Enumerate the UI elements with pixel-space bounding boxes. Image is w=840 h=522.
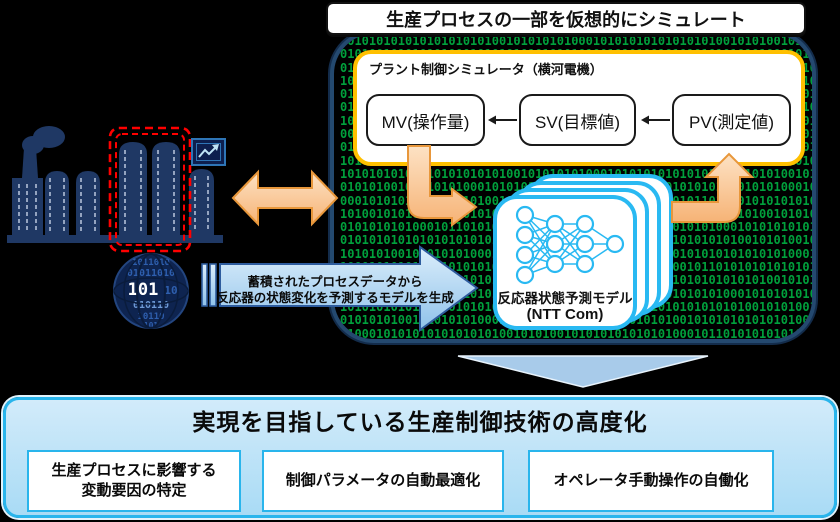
factory-building [12, 178, 43, 235]
storage-tank [45, 171, 69, 235]
svg-text:10: 10 [164, 284, 177, 297]
sv-box: SV(目標値) [519, 94, 636, 146]
storage-tank [189, 169, 214, 235]
storage-tank [76, 171, 100, 235]
svg-text:10110: 10110 [137, 312, 164, 322]
sv-label: SV(目標値) [535, 112, 620, 132]
pv-box: PV(測定値) [672, 94, 791, 146]
svg-text:010110: 010110 [133, 300, 169, 311]
factory-icon [7, 126, 223, 243]
factory-base [7, 235, 223, 243]
goals-title: 実現を目指している生産制御技術の高度化 [192, 409, 648, 435]
goal-2-label: 制御パラメータの自動最適化 [285, 472, 481, 489]
mv-box: MV(操作量) [366, 94, 485, 146]
svg-text:101: 101 [128, 280, 159, 300]
neural-network-icon [515, 205, 625, 285]
goal-1-label: 生産プロセスに影響する 変動要因の特定 [51, 462, 217, 499]
reactor-tank [119, 142, 147, 235]
top-banner: 生産プロセスの一部を仮想的にシミュレート [326, 2, 806, 35]
trend-monitor-icon [191, 138, 226, 166]
model-card: 反応器状態予測モデル (NTT Com) [493, 195, 637, 330]
svg-text:101: 101 [144, 321, 159, 330]
mv-label: MV(操作量) [381, 112, 470, 132]
svg-text:1011010: 1011010 [132, 258, 170, 268]
goal-3-label: オペレータ手動操作の自働化 [553, 472, 749, 489]
reactor-tank [152, 142, 180, 235]
smoke-icon [33, 126, 65, 148]
down-chevron-arrow [457, 355, 709, 388]
top-banner-title: 生産プロセスの一部を仮想的にシミュレート [386, 9, 746, 30]
plant-simulator-label: プラント制御シミュレータ（横河電機） [369, 62, 603, 77]
highlight-red-dashed-box [108, 126, 192, 253]
sync-double-arrow [231, 169, 339, 227]
binary-row: 1010101010101010101010010101010100010101… [340, 34, 816, 48]
svg-text:01011010: 01011010 [127, 268, 175, 279]
model-card-title: 反応器状態予測モデル [497, 291, 633, 306]
goal-box-1: 生産プロセスに影響する 変動要因の特定 [27, 450, 241, 512]
binary-globe-icon: 1011010 01011010 101 10 010110 10110 101 [113, 253, 189, 330]
chimney-icon [22, 148, 38, 178]
model-card-subtitle: (NTT Com) [526, 306, 604, 323]
pv-label: PV(測定値) [689, 112, 774, 132]
goal-box-2: 制御パラメータの自動最適化 [262, 450, 504, 512]
goal-box-3: オペレータ手動操作の自働化 [528, 450, 774, 512]
smoke-icon [22, 136, 44, 154]
